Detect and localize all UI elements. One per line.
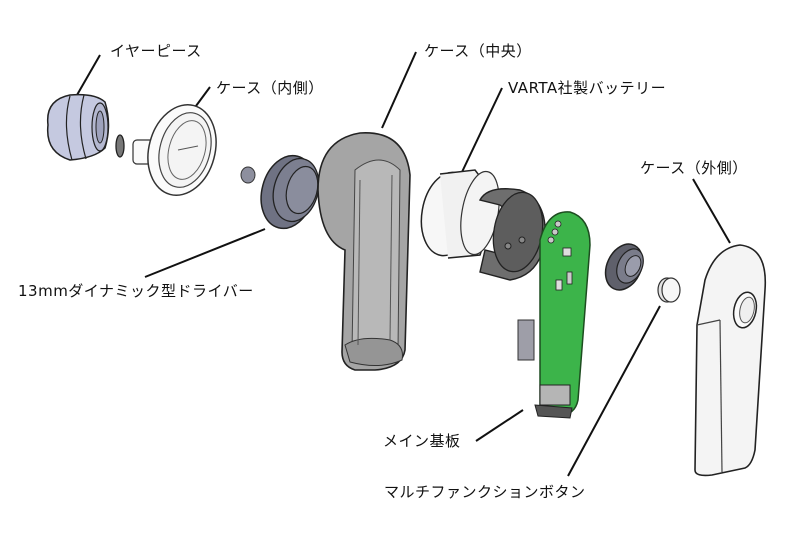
small-disc-part [240,166,256,184]
label-case-center: ケース（中央） [424,42,532,60]
battery-holder-part [478,188,546,281]
label-case-inner: ケース（内側） [216,79,324,97]
connector-part [517,319,535,361]
case-center-part [317,132,411,371]
label-mfb: マルチファンクションボタン [384,483,586,501]
o-ring-part [115,134,125,158]
leader-case-outer [692,178,731,244]
pcb-part [534,211,591,419]
leader-main-board [475,409,524,442]
leader-lines [76,51,731,477]
label-case-outer: ケース（外側） [640,159,748,177]
gasket-part [604,243,644,291]
battery-part [420,169,500,259]
leader-mfb [567,305,661,477]
leader-driver [144,228,266,278]
case-inner-part [132,104,217,196]
label-driver: 13mmダイナミック型ドライバー [18,282,254,300]
leader-battery [461,87,503,173]
mfb-part [657,277,681,303]
label-battery: VARTA社製バッテリー [508,79,667,97]
eartip-part [46,93,110,161]
label-main-board: メイン基板 [383,432,461,450]
leader-eartip [76,54,101,96]
label-eartip: イヤーピース [110,42,202,60]
leader-case-center [381,51,417,129]
driver-part [260,154,320,230]
case-outer-part [694,244,767,477]
